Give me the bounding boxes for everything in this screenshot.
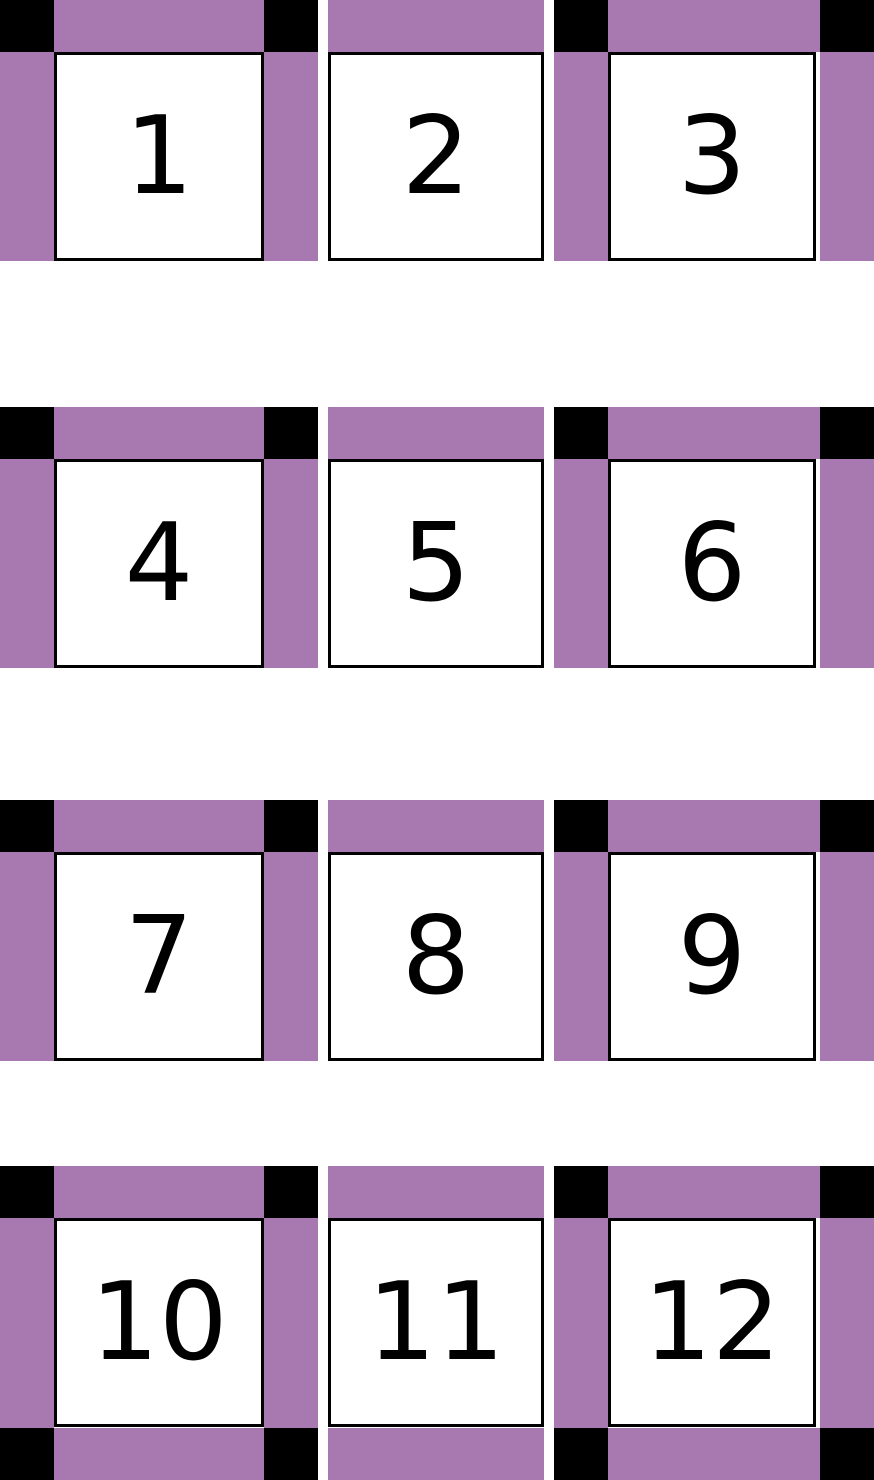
corner-marker-top-left xyxy=(554,1166,608,1218)
corner-marker-bottom-left xyxy=(554,1428,608,1480)
frame-band-top xyxy=(328,1166,544,1218)
frame-band-right xyxy=(264,1166,318,1480)
corner-marker-bottom-left xyxy=(0,1428,54,1480)
marker-tile[interactable] xyxy=(554,0,874,261)
marker-card[interactable]: 9 xyxy=(608,852,816,1061)
marker-tile[interactable] xyxy=(0,407,318,668)
marker-tile[interactable] xyxy=(328,1166,544,1480)
marker-number: 9 xyxy=(677,893,747,1019)
marker-tile[interactable] xyxy=(0,800,318,1061)
marker-number: 8 xyxy=(401,893,471,1019)
corner-marker-top-left xyxy=(0,1166,54,1218)
corner-marker-top-right xyxy=(820,407,874,459)
marker-number: 11 xyxy=(367,1259,505,1385)
corner-marker-top-left xyxy=(0,0,54,52)
marker-tile[interactable] xyxy=(328,407,544,668)
marker-card[interactable]: 12 xyxy=(608,1218,816,1427)
corner-marker-top-right xyxy=(264,1166,318,1218)
frame-band-top xyxy=(328,0,544,52)
frame-band-top xyxy=(328,407,544,459)
corner-marker-top-right xyxy=(264,0,318,52)
marker-tile[interactable] xyxy=(554,407,874,668)
marker-number: 1 xyxy=(124,93,194,219)
marker-tile[interactable] xyxy=(0,0,318,261)
corner-marker-bottom-right xyxy=(264,1428,318,1480)
marker-number: 10 xyxy=(90,1259,228,1385)
corner-marker-top-left xyxy=(554,800,608,852)
marker-tile[interactable] xyxy=(328,0,544,261)
corner-marker-top-right xyxy=(820,1166,874,1218)
marker-tile[interactable] xyxy=(0,1166,318,1480)
marker-card[interactable]: 4 xyxy=(54,459,264,668)
corner-marker-bottom-right xyxy=(820,1428,874,1480)
marker-tile[interactable] xyxy=(554,1166,874,1480)
marker-number: 12 xyxy=(643,1259,781,1385)
marker-number: 7 xyxy=(124,893,194,1019)
marker-card[interactable]: 5 xyxy=(328,459,544,668)
marker-number: 2 xyxy=(401,93,471,219)
frame-band-right xyxy=(820,1166,874,1480)
corner-marker-top-right xyxy=(264,800,318,852)
marker-number: 4 xyxy=(124,500,194,626)
frame-band-left xyxy=(0,1166,54,1480)
marker-card[interactable]: 7 xyxy=(54,852,264,1061)
marker-card[interactable]: 3 xyxy=(608,52,816,261)
corner-marker-top-right xyxy=(264,407,318,459)
marker-number: 6 xyxy=(677,500,747,626)
marker-card[interactable]: 6 xyxy=(608,459,816,668)
marker-card[interactable]: 2 xyxy=(328,52,544,261)
frame-band-top xyxy=(328,800,544,852)
marker-number: 3 xyxy=(677,93,747,219)
corner-marker-top-right xyxy=(820,800,874,852)
marker-card[interactable]: 11 xyxy=(328,1218,544,1427)
frame-band-bottom xyxy=(328,1428,544,1480)
frame-band-left xyxy=(554,1166,608,1480)
marker-tile[interactable] xyxy=(554,800,874,1061)
corner-marker-top-left xyxy=(0,800,54,852)
corner-marker-top-left xyxy=(554,407,608,459)
marker-tile[interactable] xyxy=(328,800,544,1061)
corner-marker-top-left xyxy=(0,407,54,459)
corner-marker-top-right xyxy=(820,0,874,52)
marker-card[interactable]: 1 xyxy=(54,52,264,261)
corner-marker-top-left xyxy=(554,0,608,52)
marker-card[interactable]: 10 xyxy=(54,1218,264,1427)
marker-number: 5 xyxy=(401,500,471,626)
marker-card[interactable]: 8 xyxy=(328,852,544,1061)
